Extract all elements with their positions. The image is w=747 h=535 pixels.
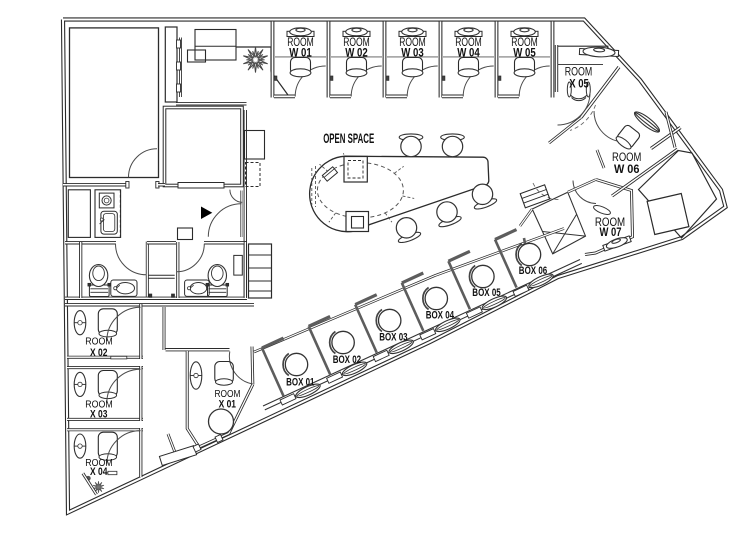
svg-text:W 03: W 03 xyxy=(401,46,424,60)
svg-text:BOX 05: BOX 05 xyxy=(472,287,500,299)
svg-text:ROOM: ROOM xyxy=(595,215,625,229)
svg-text:BOX 04: BOX 04 xyxy=(426,309,454,321)
svg-text:ROOM: ROOM xyxy=(85,399,112,410)
svg-text:OPEN SPACE: OPEN SPACE xyxy=(323,131,374,146)
svg-text:ROOM: ROOM xyxy=(343,35,370,49)
svg-text:X 01: X 01 xyxy=(219,398,236,410)
svg-text:BOX 03: BOX 03 xyxy=(379,332,407,344)
svg-text:ROOM: ROOM xyxy=(565,65,593,79)
svg-text:W 05: W 05 xyxy=(513,46,536,60)
svg-text:ROOM: ROOM xyxy=(85,458,112,469)
svg-text:W 01: W 01 xyxy=(289,46,312,60)
svg-text:ROOM: ROOM xyxy=(455,35,482,49)
svg-text:BOX 02: BOX 02 xyxy=(333,354,361,366)
svg-text:W 04: W 04 xyxy=(457,46,480,60)
svg-text:X 05: X 05 xyxy=(569,78,589,91)
svg-text:ROOM: ROOM xyxy=(511,35,538,49)
svg-text:W 06: W 06 xyxy=(614,163,640,176)
svg-text:X 04: X 04 xyxy=(90,466,107,478)
svg-text:BOX 01: BOX 01 xyxy=(286,376,314,388)
svg-text:ROOM: ROOM xyxy=(287,35,314,49)
svg-text:ROOM: ROOM xyxy=(399,35,426,49)
svg-text:X 03: X 03 xyxy=(90,409,107,421)
svg-text:BOX 06: BOX 06 xyxy=(519,265,547,277)
svg-text:W 07: W 07 xyxy=(600,226,622,239)
svg-text:W 02: W 02 xyxy=(345,46,368,60)
svg-text:ROOM: ROOM xyxy=(215,389,241,400)
svg-text:X 02: X 02 xyxy=(90,347,107,359)
svg-text:ROOM: ROOM xyxy=(612,150,641,164)
svg-text:ROOM: ROOM xyxy=(85,337,112,348)
